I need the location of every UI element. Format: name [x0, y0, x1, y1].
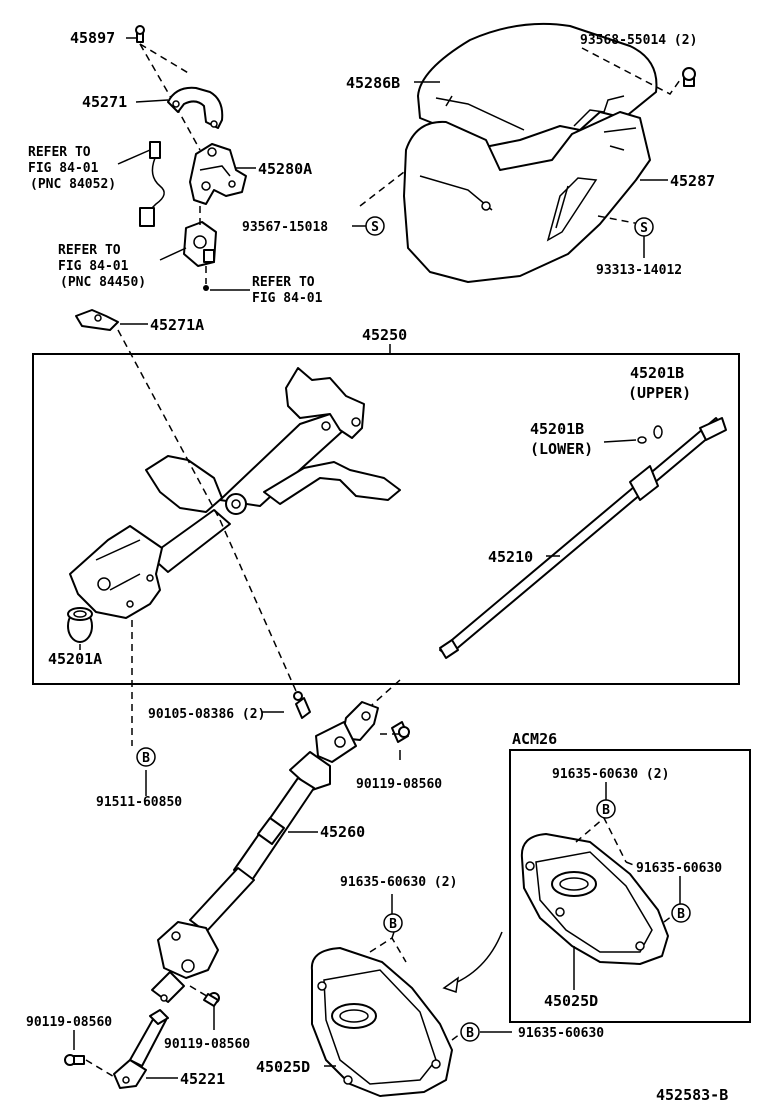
label-45201A: 45201A: [48, 650, 102, 668]
top-left-assembly: [75, 25, 247, 331]
steering-column-45250: [67, 367, 401, 643]
label-93313: 93313-14012: [596, 263, 682, 278]
marker-b-acm-top: B: [596, 799, 616, 819]
label-45250: 45250: [362, 326, 407, 344]
small-screw: [203, 285, 209, 291]
intermediate-shaft-45260: [151, 701, 379, 1003]
marker-b-main-top-text: B: [389, 917, 397, 932]
arrow-head: [442, 976, 459, 993]
label-93567: 93567-15018: [242, 220, 328, 235]
hole-cover-45025D-main: [310, 947, 453, 1097]
bolt-90105: [293, 691, 311, 719]
marker-s-right-text: S: [640, 221, 648, 236]
label-refer2-b: FIG 84-01: [58, 259, 129, 274]
label-45201B-lower: 45201B: [530, 420, 584, 438]
label-acm26: ACM26: [512, 730, 557, 748]
label-90119-mid: 90119-08560: [164, 1037, 250, 1052]
marker-b-acm-right-text: B: [677, 907, 685, 922]
marker-b-acm-top-text: B: [602, 803, 610, 818]
screw-45897: [135, 25, 145, 43]
label-refer1-a: REFER TO: [28, 145, 91, 160]
bolt-90119-lower: [64, 1054, 85, 1066]
upper-column-cover-45286B: [417, 22, 658, 149]
label-45286B: 45286B: [346, 74, 400, 92]
label-90119-upper: 90119-08560: [356, 777, 442, 792]
arrow-curve: [447, 931, 503, 987]
label-45260: 45260: [320, 823, 365, 841]
box-acm26: [509, 749, 751, 1023]
clip-45271A: [75, 309, 119, 331]
label-45271A: 45271A: [150, 316, 204, 334]
marker-b-91511: B: [136, 747, 156, 767]
marker-b-91511-text: B: [142, 751, 150, 766]
clamp-45271: [167, 86, 224, 129]
label-45897: 45897: [70, 29, 115, 47]
label-91511: 91511-60850: [96, 795, 182, 810]
label-45280A: 45280A: [258, 160, 312, 178]
label-refer3-a: REFER TO: [252, 275, 315, 290]
label-refer3-b: FIG 84-01: [252, 291, 323, 306]
bracket-45280A: [189, 143, 247, 205]
label-45271: 45271: [82, 93, 127, 111]
rings-45201B: [637, 425, 663, 444]
label-45201B-upper: 45201B: [630, 364, 684, 382]
label-refer2-a: REFER TO: [58, 243, 121, 258]
switch-84450: [183, 221, 217, 267]
label-refer2-c: (PNC 84450): [60, 275, 146, 290]
label-91635-main-top: 91635-60630 (2): [340, 875, 457, 890]
label-91635-acm-right: 91635-60630: [636, 861, 722, 876]
box-45250: [32, 353, 740, 685]
label-90105: 90105-08386 (2): [148, 707, 265, 722]
screw-93568: [682, 67, 696, 87]
label-45025D-main: 45025D: [256, 1058, 310, 1076]
lower-column-cover-45287: [403, 111, 651, 283]
wire-connector-84052: [139, 141, 165, 227]
marker-s-right: S: [634, 217, 654, 237]
label-45201B-upper-note: (UPPER): [628, 384, 691, 402]
labels: 45897 45271 REFER TO FIG 84-01 (PNC 8405…: [26, 29, 728, 1104]
label-90119-lower: 90119-08560: [26, 1015, 112, 1030]
label-45201B-lower-note: (LOWER): [530, 440, 593, 458]
label-45221: 45221: [180, 1070, 225, 1088]
label-45287: 45287: [670, 172, 715, 190]
bushing-45201A: [67, 607, 93, 643]
label-91635-acm-top: 91635-60630 (2): [552, 767, 669, 782]
label-refer1-b: FIG 84-01: [28, 161, 99, 176]
label-91635-main-right: 91635-60630: [518, 1026, 604, 1041]
shaft-45210: [439, 417, 727, 659]
label-45210: 45210: [488, 548, 533, 566]
marker-b-main-right: B: [460, 1022, 480, 1042]
diagram-code: 452583-B: [656, 1086, 728, 1104]
label-93568: 93568-55014 (2): [580, 33, 697, 48]
spline-shaft-45221: [113, 1009, 169, 1089]
hole-cover-45025D-acm26: [520, 833, 669, 965]
bolt-90119-upper: [391, 721, 410, 743]
marker-s-left-text: S: [371, 220, 379, 235]
marker-s-left: S: [365, 216, 385, 236]
marker-b-main-right-text: B: [466, 1026, 474, 1041]
label-45025D-acm: 45025D: [544, 992, 598, 1010]
marker-b-acm-right: B: [671, 903, 691, 923]
marker-b-main-top: B: [383, 913, 403, 933]
label-refer1-c: (PNC 84052): [30, 177, 116, 192]
